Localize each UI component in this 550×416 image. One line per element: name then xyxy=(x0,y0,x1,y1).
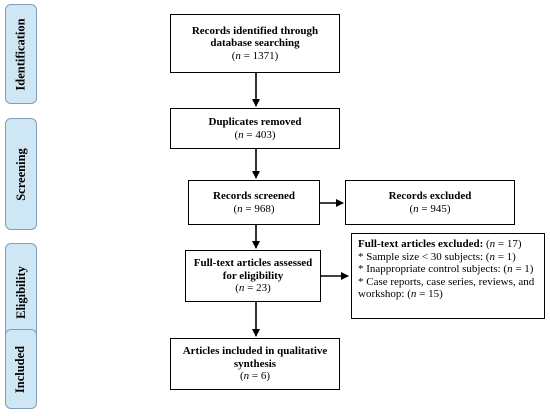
box-count: (n = 403) xyxy=(234,128,276,141)
excluded-reason: * Case reports, case series, reviews, an… xyxy=(358,275,535,288)
box-records-excluded: Records excluded (n = 945) xyxy=(345,180,515,225)
box-title-line: synthesis xyxy=(233,357,277,370)
box-count: (n = 945) xyxy=(409,202,451,215)
excluded-reason: workshop: (n = 15) xyxy=(358,288,443,300)
box-title-line: Articles included in qualitative xyxy=(182,345,328,358)
box-title-line: Duplicates removed xyxy=(208,116,302,128)
box-title-line: Records excluded xyxy=(388,190,472,202)
box-title-line: database searching xyxy=(210,37,300,50)
box-title-line: Records screened xyxy=(213,190,295,202)
box-fulltext-assessed: Full-text articles assessed for eligibil… xyxy=(185,250,321,302)
excluded-reason: * Inappropriate control subjects: (n = 1… xyxy=(358,263,534,275)
box-articles-included: Articles included in qualitative synthes… xyxy=(170,338,340,390)
box-records-identified: Records identified through database sear… xyxy=(170,14,340,73)
phase-screening: Screening xyxy=(5,118,37,230)
box-records-screened: Records screened (n = 968) xyxy=(188,180,320,225)
excluded-heading: Full-text articles excluded: (n = 17) xyxy=(358,238,522,250)
box-title-line: Full-text articles assessed xyxy=(193,257,313,270)
box-count: (n = 6) xyxy=(239,370,271,383)
box-count: (n = 1371) xyxy=(231,49,279,62)
phase-included: Included xyxy=(5,329,37,409)
phase-identification: Identification xyxy=(5,4,37,104)
box-title-line: for eligibility xyxy=(222,269,284,282)
box-count: (n = 968) xyxy=(233,202,275,215)
excluded-reason: * Sample size < 30 subjects: (n = 1) xyxy=(358,250,516,263)
box-duplicates-removed: Duplicates removed (n = 403) xyxy=(170,108,340,149)
box-title-line: Records identified through xyxy=(191,24,319,37)
box-fulltext-excluded: Full-text articles excluded: (n = 17) * … xyxy=(351,233,545,319)
box-count: (n = 23) xyxy=(235,282,271,295)
